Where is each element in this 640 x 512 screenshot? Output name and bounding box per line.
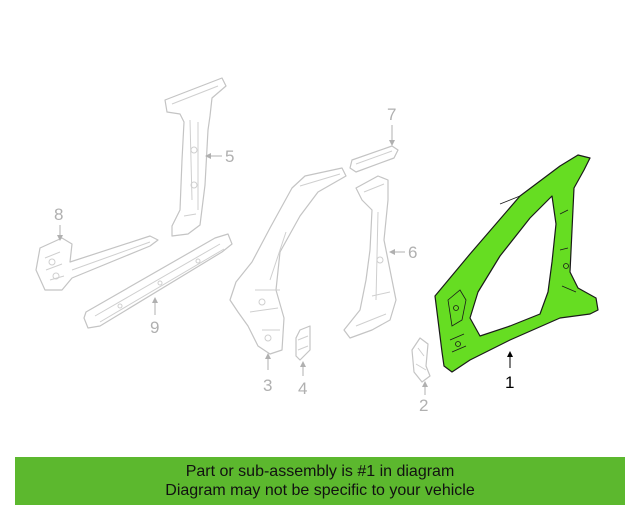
part-4-bracket[interactable] (295, 325, 311, 361)
part-1-body-side-frame[interactable] (434, 154, 599, 373)
part-6-inner-pillar[interactable] (343, 175, 397, 339)
info-banner: Part or sub-assembly is #1 in diagram Di… (15, 457, 625, 505)
part-8-rocker-inner[interactable] (35, 235, 159, 291)
callout-8[interactable]: 8 (54, 205, 63, 224)
banner-line-1: Part or sub-assembly is #1 in diagram (185, 463, 455, 480)
callout-2[interactable]: 2 (419, 396, 428, 415)
part-9-rocker-outer[interactable] (83, 233, 233, 329)
banner-line-2: Diagram may not be specific to your vehi… (165, 482, 475, 499)
part-7-roof-rail-ext[interactable] (349, 145, 399, 173)
part-3-hinge-pillar[interactable] (229, 167, 347, 355)
callout-3[interactable]: 3 (263, 376, 272, 395)
callout-4[interactable]: 4 (298, 379, 307, 398)
callout-9[interactable]: 9 (150, 318, 159, 337)
callout-5[interactable]: 5 (225, 147, 234, 166)
callout-7[interactable]: 7 (387, 105, 396, 124)
callout-1[interactable]: 1 (505, 373, 514, 392)
parts-diagram: 8 9 5 3 4 7 (35, 77, 599, 415)
part-2-gusset[interactable] (411, 337, 431, 383)
callout-6[interactable]: 6 (408, 243, 417, 262)
part-5-b-pillar[interactable] (164, 77, 227, 237)
